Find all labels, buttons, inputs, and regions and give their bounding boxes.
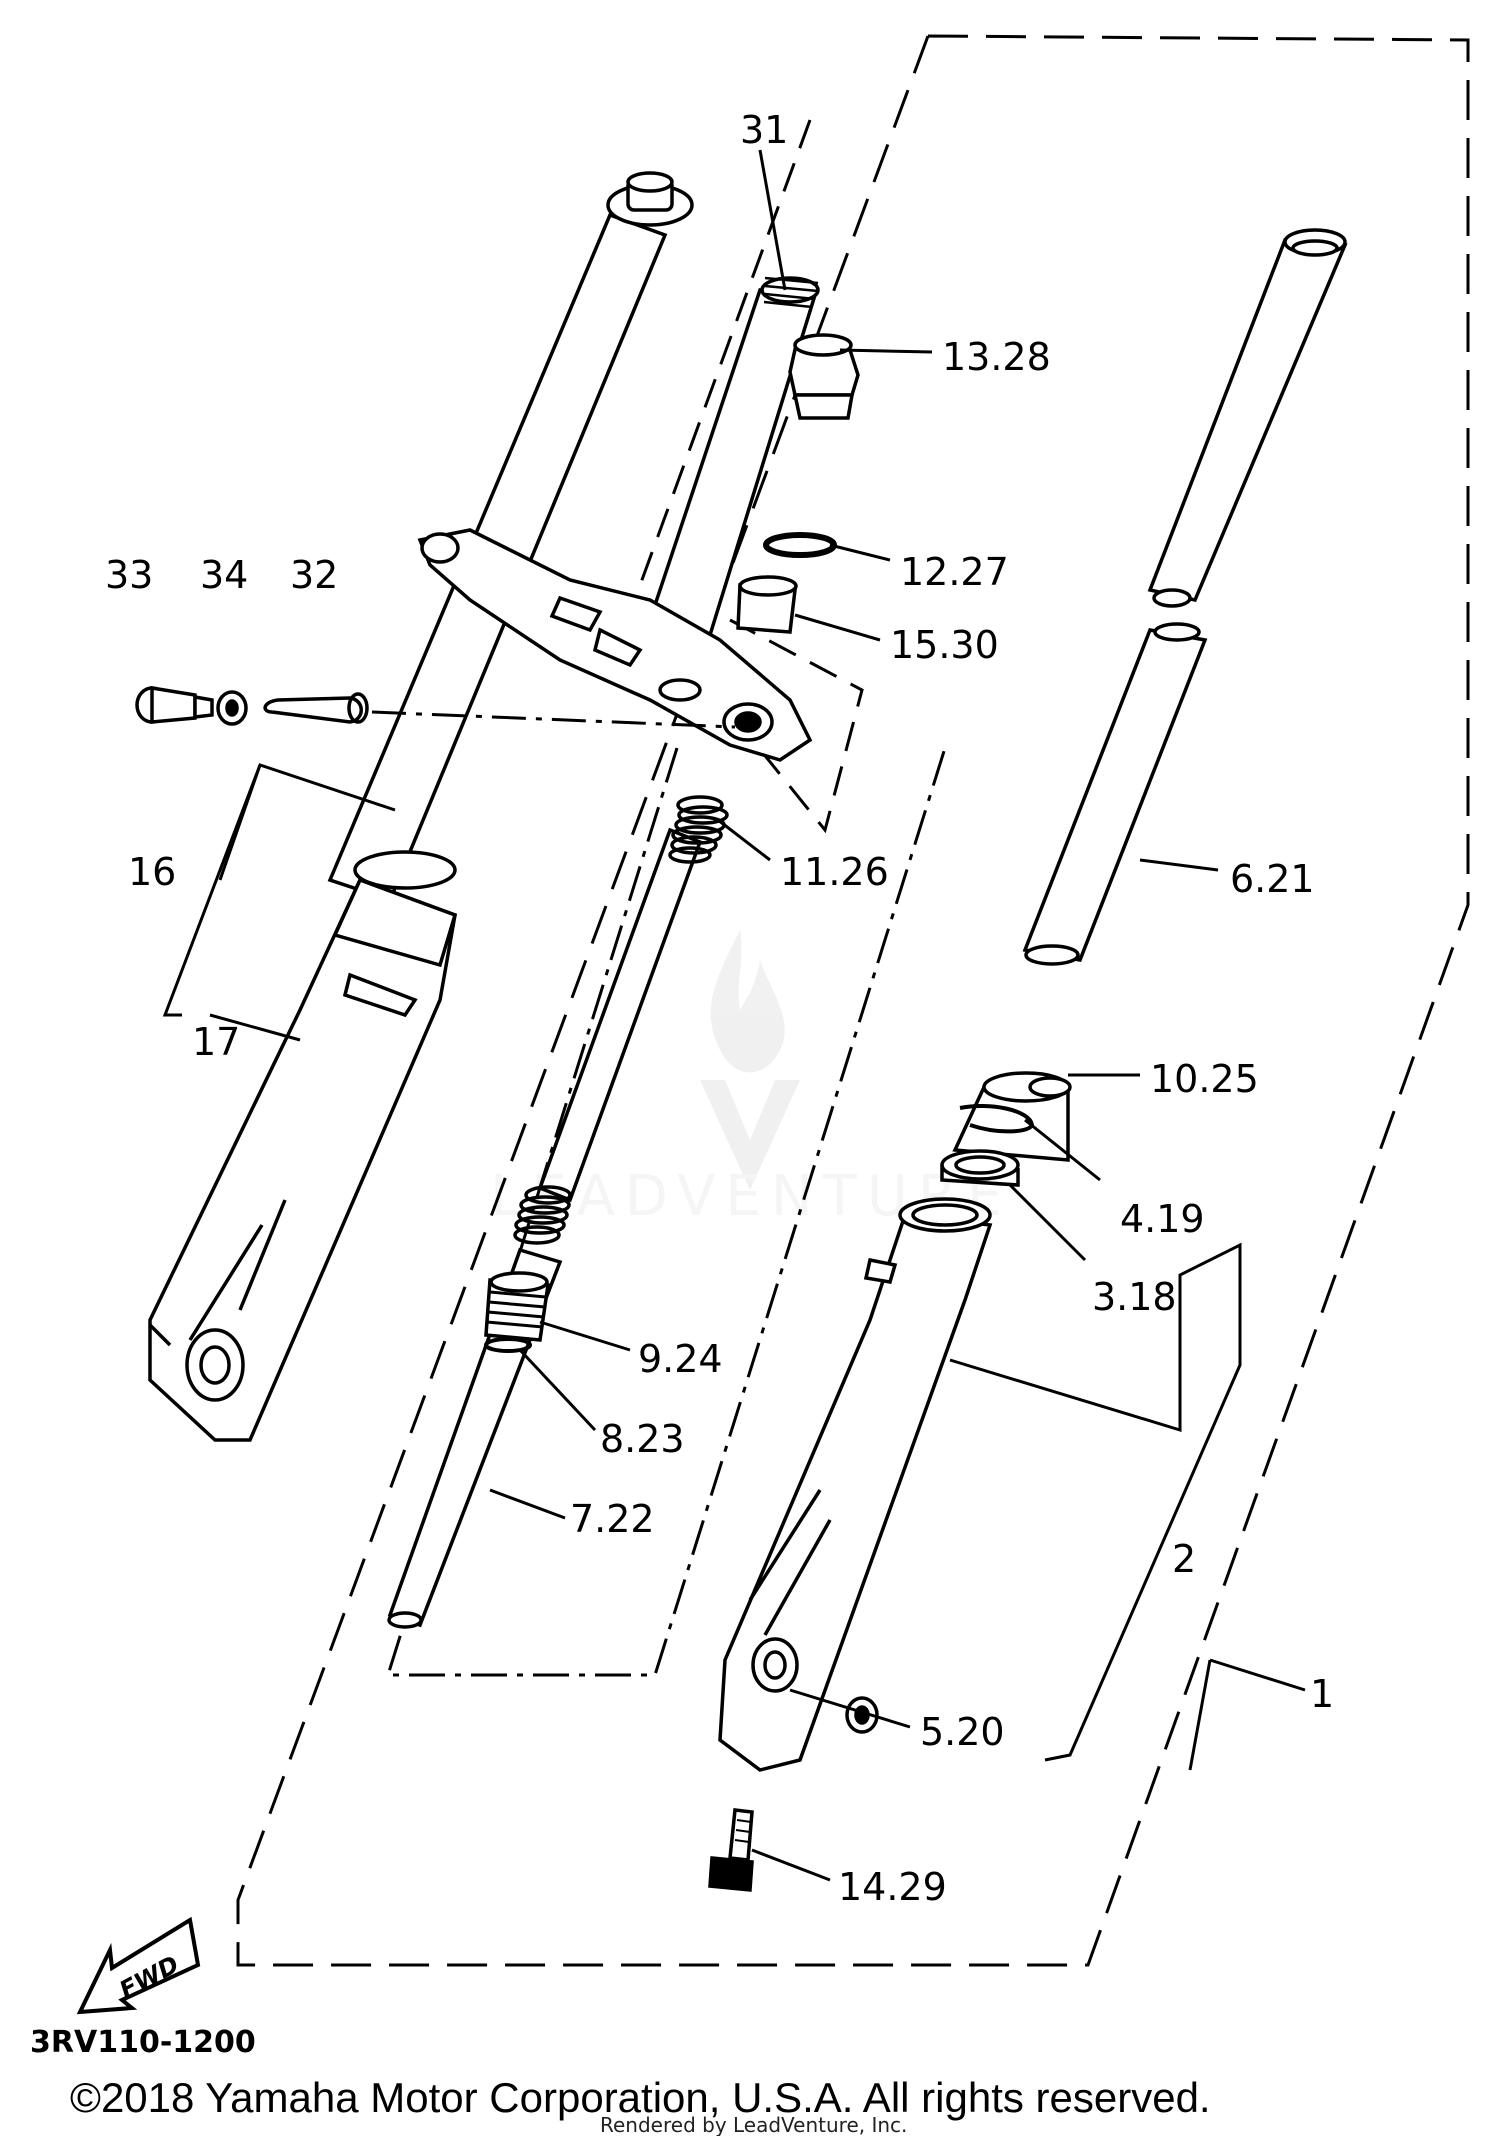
steering-stem-assembly [417,276,820,762]
label-1: 1 [1310,1672,1334,1716]
washer-5-20 [845,1696,879,1734]
bolt-33 [135,685,214,724]
o-ring-12-27 [763,532,837,558]
clip-32 [263,692,369,724]
copyright-notice: ©2018 Yamaha Motor Corporation, U.S.A. A… [70,2074,1211,2121]
label-3-18: 3.18 [1092,1275,1177,1319]
label-12-27: 12.27 [900,550,1009,594]
spring-9-24 [486,1290,547,1329]
label-15-30: 15.30 [890,623,999,667]
label-13-28: 13.28 [942,335,1051,379]
label-34: 34 [200,553,248,597]
cap-bolt-13-28 [788,333,860,420]
inner-tube-6-21 [1022,228,1348,966]
label-33: 33 [105,553,153,597]
watermark-logo: LEADVENTURE [490,930,1002,1229]
bushing-15-30 [736,575,798,634]
label-31: 31 [740,108,788,152]
rendered-by-notice: Rendered by LeadVenture, Inc. [600,2113,907,2136]
part-labels: 31 13.28 12.27 15.30 33 34 32 11.26 16 1… [105,108,1334,1909]
left-fork-assembly [148,171,694,1442]
label-32: 32 [290,553,338,597]
dust-seal-10-25 [952,1071,1072,1162]
spring-11-26 [668,795,729,864]
label-2: 2 [1172,1537,1196,1581]
bolt-14-29 [708,1808,754,1892]
label-6-21: 6.21 [1230,857,1315,901]
oil-seal-3-18 [940,1149,1020,1187]
label-5-20: 5.20 [920,1710,1005,1754]
label-11-26: 11.26 [780,850,889,894]
assembly-boundary-1 [236,34,1470,1967]
washer-34 [216,690,248,726]
label-10-25: 10.25 [1150,1057,1259,1101]
label-16: 16 [128,850,176,894]
leader-lines [162,149,1306,1882]
diagram-code: 3RV110-1200 [30,2025,256,2060]
label-14-29: 14.29 [838,1865,947,1909]
spring-lower [513,1185,572,1245]
fwd-arrow-icon: FWD [76,1916,201,2015]
label-7-22: 7.22 [570,1497,655,1541]
ring-8-23 [484,1337,532,1353]
alignment-line-32 [371,710,736,729]
label-9-24: 9.24 [638,1337,723,1381]
stem-boundary [618,119,864,834]
label-8-23: 8.23 [600,1417,685,1461]
label-4-19: 4.19 [1120,1197,1205,1241]
label-17: 17 [192,1020,240,1064]
outer-tube-2 [718,1197,993,1772]
